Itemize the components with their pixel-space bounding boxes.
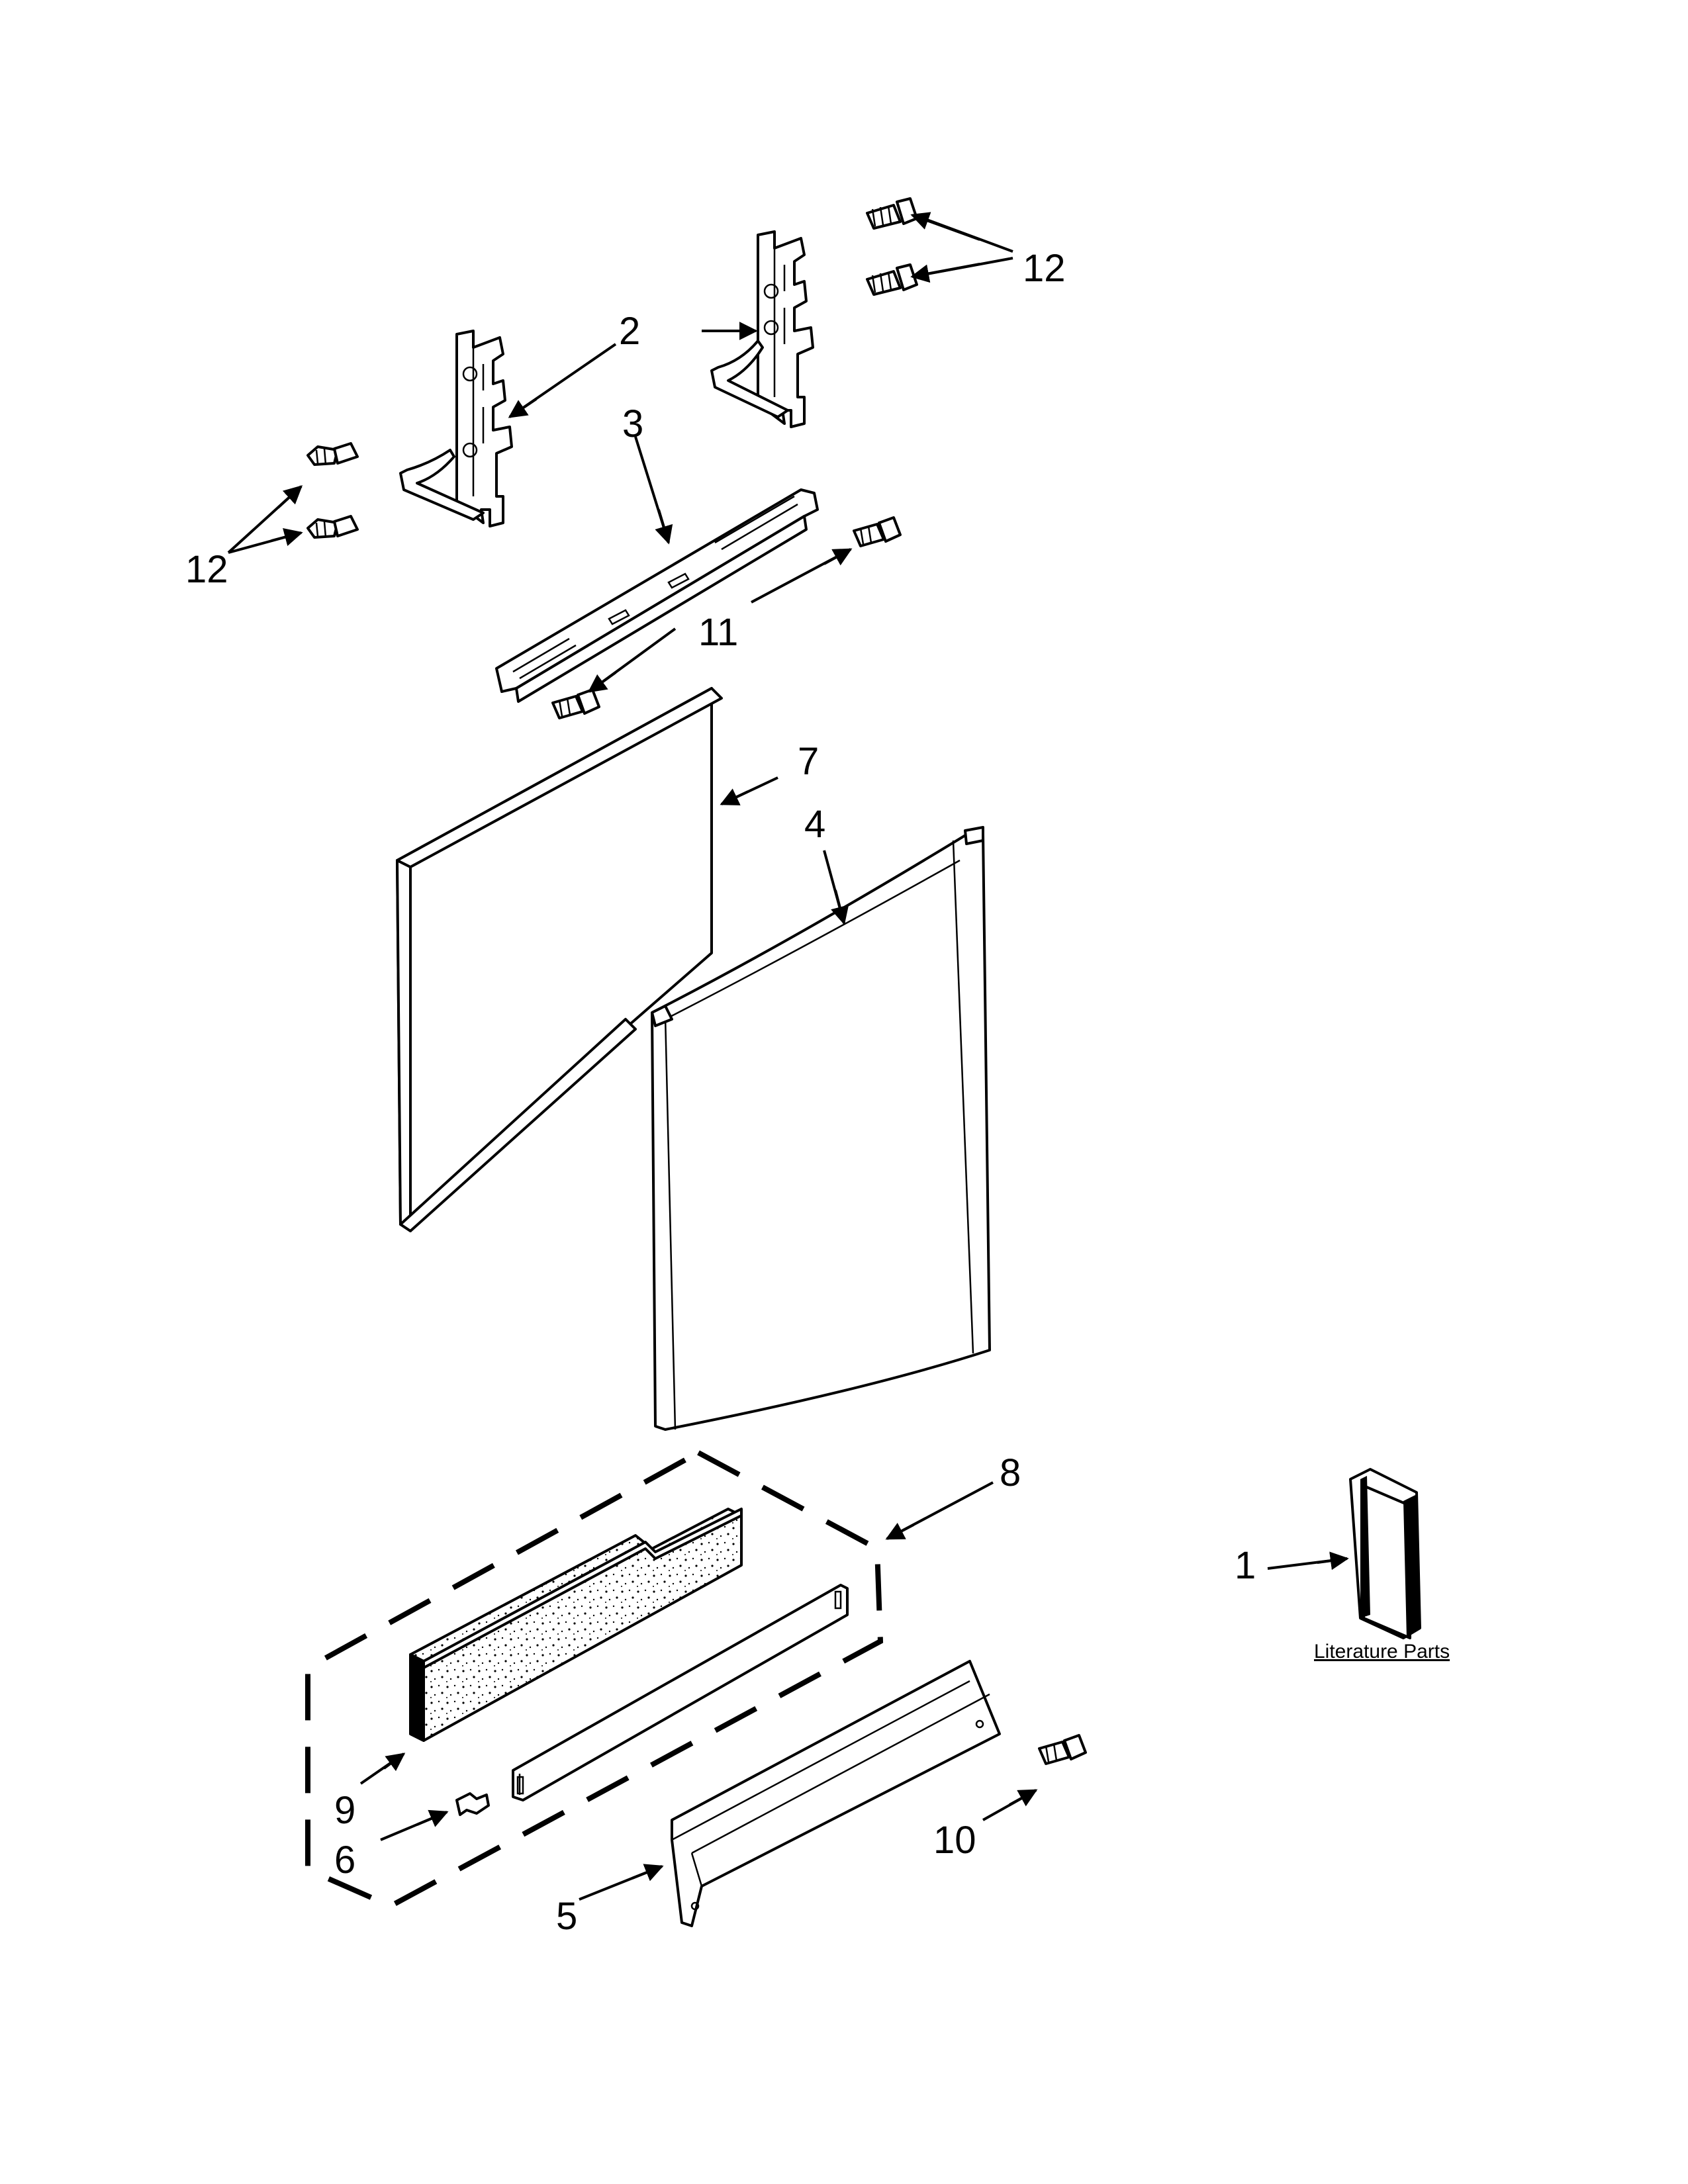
- screw-12-left-2: [306, 515, 359, 539]
- toe-panel: [671, 1660, 1001, 1927]
- callout-8: 8: [1000, 1451, 1021, 1494]
- callout-2: 2: [619, 310, 640, 353]
- strip: [512, 1584, 849, 1801]
- literature-parts-caption: Literature Parts: [1314, 1641, 1450, 1662]
- callout-11: 11: [698, 611, 738, 654]
- screw-11-left: [551, 688, 600, 719]
- screw-12-left-1: [306, 442, 359, 466]
- callout-3: 3: [622, 402, 643, 445]
- callout-9: 9: [334, 1789, 355, 1832]
- callout-10: 10: [933, 1819, 976, 1862]
- foam-insulation: [409, 1508, 743, 1742]
- door-outer-panel: [651, 826, 991, 1431]
- literature-booklet: [1349, 1468, 1421, 1639]
- screw-12-top-2: [866, 263, 918, 296]
- callout-1: 1: [1235, 1544, 1256, 1587]
- screw-12-top-1: [866, 197, 918, 230]
- hinge-bracket-left: [399, 330, 513, 527]
- callout-12-top: 12: [1023, 247, 1066, 290]
- screw-11-right: [853, 516, 902, 547]
- clip: [455, 1792, 490, 1816]
- arrowheads: [271, 212, 1349, 1882]
- callout-7: 7: [798, 740, 819, 783]
- door-panel: [396, 687, 723, 1232]
- callout-4: 4: [804, 803, 825, 846]
- callout-6: 6: [334, 1839, 355, 1882]
- mounting-rail: [495, 488, 819, 703]
- callout-5: 5: [556, 1895, 577, 1938]
- hinge-bracket-right: [710, 230, 814, 428]
- callout-12-left: 12: [185, 548, 228, 591]
- screw-10: [1038, 1734, 1087, 1765]
